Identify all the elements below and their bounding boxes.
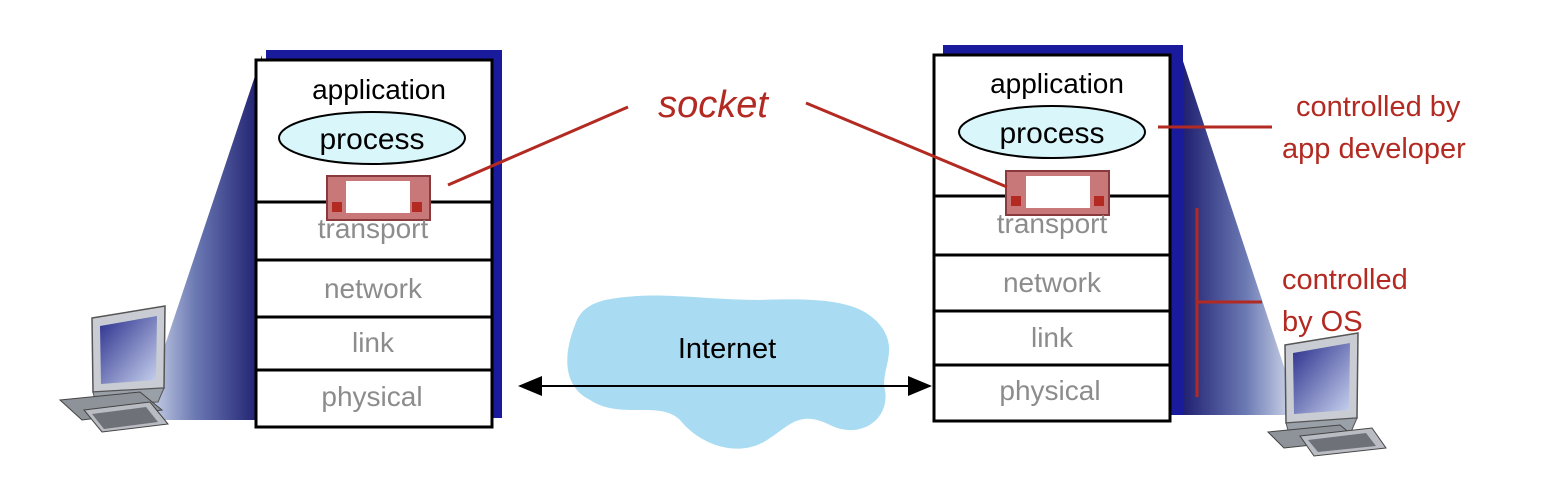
socket-pointer-left bbox=[447, 105, 629, 187]
socket-pointer-right bbox=[805, 101, 1008, 189]
right-host-beam bbox=[1180, 52, 1300, 415]
left-process-oval bbox=[278, 111, 466, 165]
right-layer-application: application bbox=[990, 68, 1124, 99]
right-layer-physical: physical bbox=[999, 375, 1100, 406]
app-developer-label-line2: app developer bbox=[1282, 133, 1466, 165]
left-layer-network: network bbox=[324, 273, 423, 304]
left-process-label: process bbox=[319, 123, 424, 156]
os-label-line2: by OS bbox=[1282, 306, 1363, 338]
left-layer-link: link bbox=[352, 327, 395, 358]
right-host: application process transport network li… bbox=[932, 45, 1300, 423]
socket-label: socket bbox=[658, 84, 769, 126]
internet-label: Internet bbox=[678, 333, 776, 365]
internet-cloud bbox=[567, 295, 890, 449]
right-layer-transport: transport bbox=[997, 208, 1108, 239]
right-layer-link: link bbox=[1031, 322, 1074, 353]
right-layer-network: network bbox=[1003, 267, 1102, 298]
left-computer-icon bbox=[58, 305, 169, 433]
left-layer-transport: transport bbox=[318, 213, 429, 244]
os-label-line1: controlled bbox=[1282, 264, 1408, 296]
right-process-label: process bbox=[999, 117, 1104, 150]
left-layer-physical: physical bbox=[321, 381, 422, 412]
left-layer-application: application bbox=[312, 74, 446, 105]
left-host: application process transport network li… bbox=[140, 50, 502, 429]
right-socket bbox=[1005, 170, 1110, 216]
left-host-beam bbox=[140, 55, 262, 420]
right-process-oval bbox=[958, 105, 1146, 159]
left-socket bbox=[326, 175, 431, 221]
right-computer-icon bbox=[1266, 332, 1387, 457]
app-developer-label-line1: controlled by bbox=[1296, 91, 1461, 123]
